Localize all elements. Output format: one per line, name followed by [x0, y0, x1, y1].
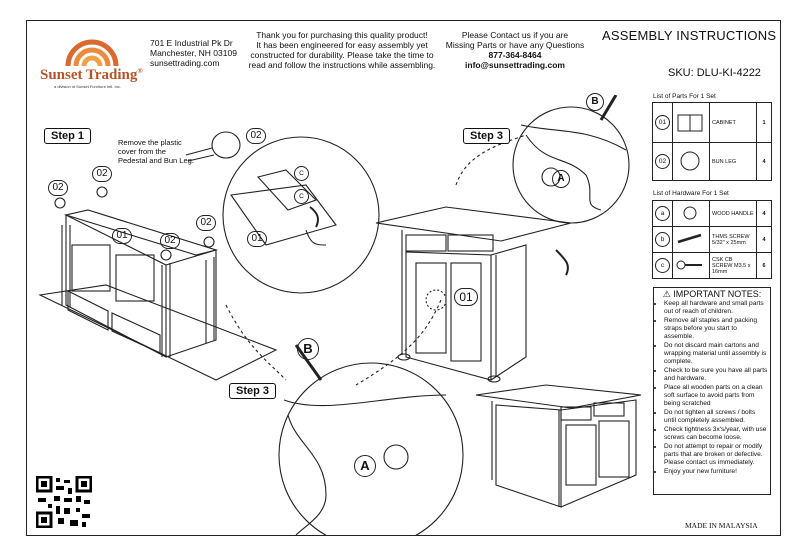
made-in-label: MADE IN MALAYSIA	[685, 521, 758, 530]
step1-note: Remove the plastic cover from the Pedest…	[118, 138, 194, 165]
parts-list-table: 01 CABINET 1 02 BUN LEG 4	[652, 102, 772, 181]
important-notes: ⚠ IMPORTANT NOTES: Keep all hardware and…	[653, 287, 771, 495]
company-address: 701 E Industrial Pk Dr Manchester, NH 03…	[150, 38, 237, 68]
table-row: a WOOD HANDLE 4	[652, 200, 772, 227]
table-row: b THMS SCREW 5/32" x 25mm 4	[652, 226, 772, 253]
sku-label: SKU: DLU-KI-4222	[668, 67, 761, 79]
company-logo-name: Sunset Trading®	[40, 67, 143, 83]
callout-02: 02	[92, 166, 112, 182]
step-3-label-bottom: Step 3	[229, 383, 277, 399]
callout-b: B	[297, 338, 319, 360]
list-item: Remove all staples and packing straps be…	[664, 317, 768, 341]
sunset-logo-icon	[65, 39, 119, 67]
list-item: Enjoy your new furniture!	[664, 468, 768, 476]
final-cabinet-drawing	[475, 384, 642, 508]
cabinet-icon	[677, 114, 703, 131]
callout-01: 01	[454, 288, 478, 306]
callout-c: C	[294, 166, 309, 181]
list-item: Do not discard main cartons and wrapping…	[664, 342, 768, 366]
list-item: Check to be sure you have all parts and …	[664, 367, 768, 383]
wood-handle-icon	[683, 206, 697, 219]
parts-list-heading: List of Parts For 1 Set	[653, 93, 716, 100]
bun-leg-icon	[680, 151, 700, 170]
step1-cabinet-drawing	[38, 186, 278, 381]
list-item: Do not attempt to repair or modify parts…	[664, 443, 768, 467]
hardware-list-table: a WOOD HANDLE 4 b THMS SCREW 5/32" x 25m…	[652, 200, 772, 279]
notes-heading: ⚠ IMPORTANT NOTES:	[662, 289, 762, 299]
callout-02: 02	[196, 215, 216, 231]
screw-icon	[677, 233, 702, 243]
callout-c: C	[294, 189, 309, 204]
callout-a: A	[354, 455, 376, 477]
list-item: Do not tighten all screws / bolts until …	[664, 409, 768, 425]
step-3-label-top: Step 3	[463, 128, 511, 144]
step1-detail-circle	[222, 136, 380, 294]
table-row: 01 CABINET 1	[652, 102, 772, 143]
intro-text: Thank you for purchasing this quality pr…	[248, 30, 436, 70]
contact-block: Please Contact us if you are Missing Par…	[440, 30, 590, 70]
table-row: c CSK CB SCREW M3.5 x 16mm 6	[652, 252, 772, 279]
assembly-illustration	[38, 95, 642, 535]
list-item: Check tightness 3x's/year, with use scre…	[664, 426, 768, 442]
step3-detail-circle-bottom	[278, 362, 464, 535]
company-subtitle: a division of Sunset Furniture Intl. Inc…	[54, 84, 121, 89]
callout-01: 01	[112, 228, 132, 244]
contact-email: info@sunsettrading.com	[465, 60, 565, 70]
hardware-list-heading: List of Hardware For 1 Set	[653, 190, 729, 197]
callout-02: 02	[160, 233, 180, 249]
callout-a: A	[552, 170, 570, 188]
list-item: Keep all hardware and small parts out of…	[664, 300, 768, 316]
qr-code-icon	[36, 476, 92, 528]
callout-02: 02	[246, 128, 266, 144]
step-1-label: Step 1	[44, 128, 92, 144]
callout-b: B	[586, 93, 604, 111]
contact-phone: 877-364-8464	[488, 50, 542, 60]
step3-cabinet-drawing	[375, 206, 572, 383]
callout-02: 02	[48, 180, 68, 196]
table-row: 02 BUN LEG 4	[652, 142, 772, 181]
page-title: ASSEMBLY INSTRUCTIONS	[602, 28, 777, 43]
list-item: Place all wooden parts on a clean soft s…	[664, 384, 768, 408]
warning-icon: ⚠	[662, 289, 671, 299]
screw-icon	[676, 260, 702, 269]
callout-01: 01	[247, 231, 267, 247]
instruction-sheet	[26, 20, 781, 536]
